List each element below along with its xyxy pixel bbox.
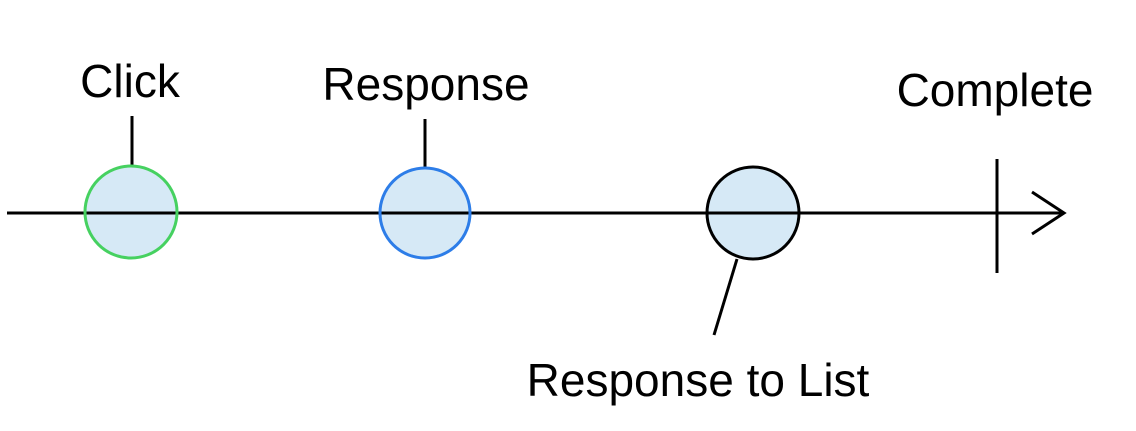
click-event-label: Click [80, 55, 181, 107]
response-to-list-event-label: Response to List [527, 354, 870, 406]
response-event-label: Response [322, 58, 529, 110]
click-event-node-ring [83, 164, 179, 260]
complete-label: Complete [897, 64, 1094, 116]
response-event-node-ring [378, 166, 472, 260]
response-to-list-event-node-ring [705, 165, 801, 261]
response-to-list-label-connector [712, 258, 739, 336]
arrowhead-icon [1031, 190, 1067, 236]
